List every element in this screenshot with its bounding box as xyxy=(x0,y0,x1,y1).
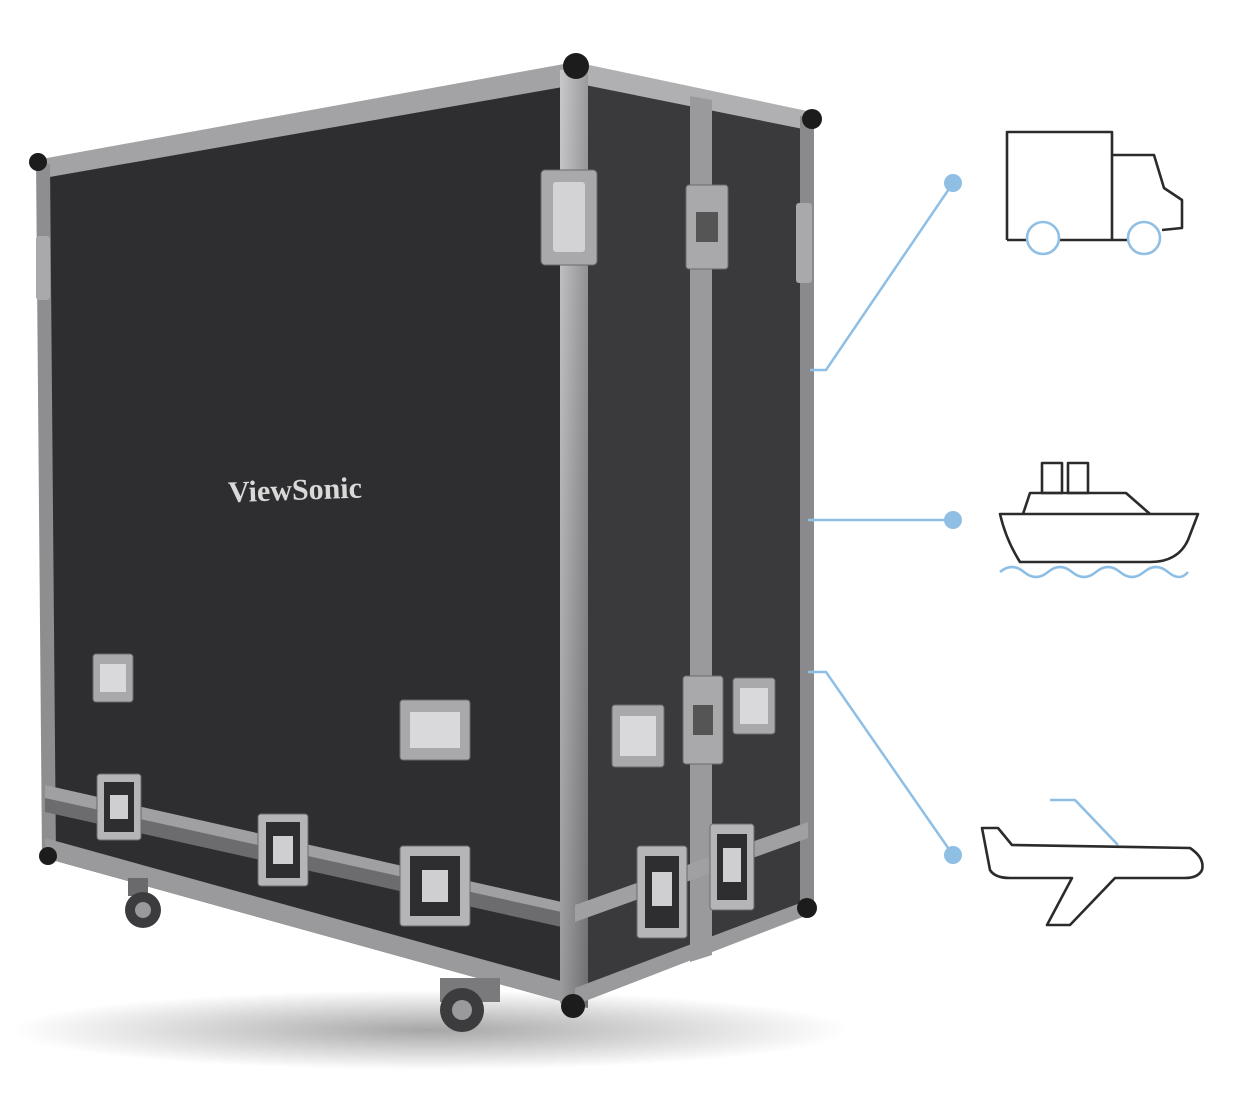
case-wheels xyxy=(125,878,500,1032)
case-hardware xyxy=(36,169,812,939)
connector-lines xyxy=(808,182,955,856)
case-side-face xyxy=(560,62,814,1008)
ship-icon xyxy=(998,461,1200,579)
connector-dots xyxy=(944,174,962,864)
ground-shadow xyxy=(10,990,850,1070)
brand-logo: ViewSonic xyxy=(227,472,362,510)
corner-caps xyxy=(29,53,822,1018)
truck-icon xyxy=(1005,130,1184,256)
airplane-icon xyxy=(980,798,1204,927)
